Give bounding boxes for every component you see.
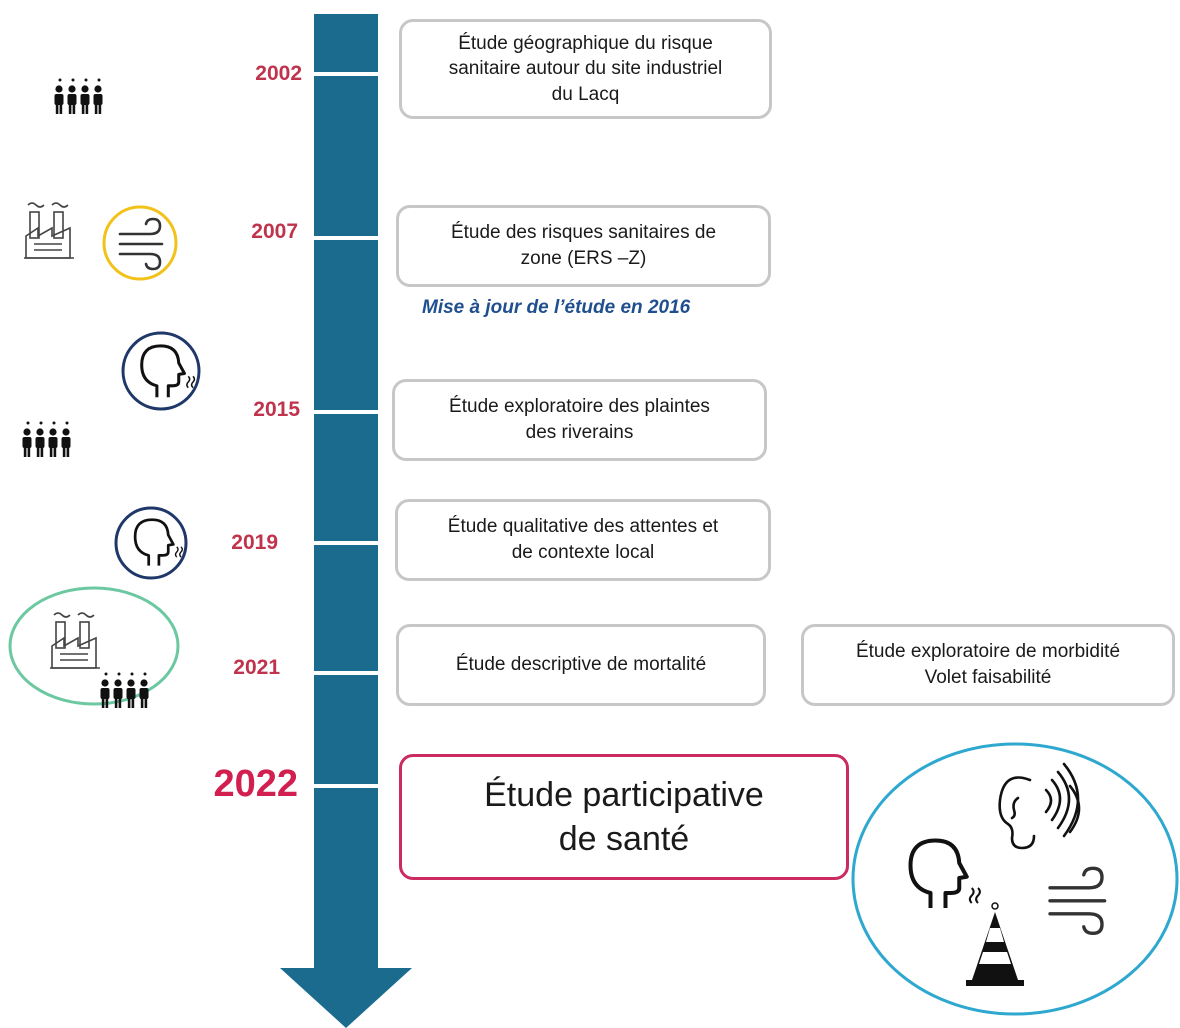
population-icon	[101, 673, 149, 709]
year-label: 2007	[251, 220, 298, 243]
factory-icon	[23, 202, 75, 259]
warning-cone-icon	[966, 902, 1024, 986]
update-note: Mise à jour de l’étude en 2016	[422, 297, 691, 318]
year-label: 2019	[231, 531, 278, 554]
study-box-highlight: Étude participative de santé	[399, 754, 849, 880]
participative-ellipse	[851, 742, 1179, 1016]
study-box: Étude exploratoire de morbidité Volet fa…	[801, 624, 1175, 706]
study-box: Étude descriptive de mortalité	[396, 624, 766, 706]
factory-icon	[49, 612, 101, 669]
ear-noise-icon	[998, 762, 1081, 850]
wind-icon	[118, 217, 164, 271]
population-icon	[55, 79, 103, 115]
study-box: Étude qualitative des attentes et de con…	[395, 499, 771, 581]
wind-icon	[1048, 866, 1107, 935]
year-label: 2015	[253, 398, 300, 421]
year-label-highlight: 2022	[213, 763, 298, 805]
odor-head-icon	[140, 344, 196, 399]
study-box: Étude exploratoire des plaintes des rive…	[392, 379, 767, 461]
year-label: 2021	[233, 656, 280, 679]
odor-circle	[121, 331, 201, 411]
timeline-arrow-shaft	[314, 14, 378, 972]
wind-circle	[102, 205, 178, 281]
timeline-ticks	[306, 72, 386, 788]
mortality-ellipse	[8, 586, 180, 706]
odor-head-icon	[133, 518, 183, 567]
year-label: 2002	[255, 62, 302, 85]
odor-circle	[114, 506, 188, 580]
odor-head-icon	[908, 838, 981, 910]
study-box: Étude géographique du risque sanitaire a…	[399, 19, 772, 119]
timeline-arrow-head	[280, 968, 412, 1028]
study-box: Étude des risques sanitaires de zone (ER…	[396, 205, 771, 287]
population-icon	[23, 422, 71, 458]
